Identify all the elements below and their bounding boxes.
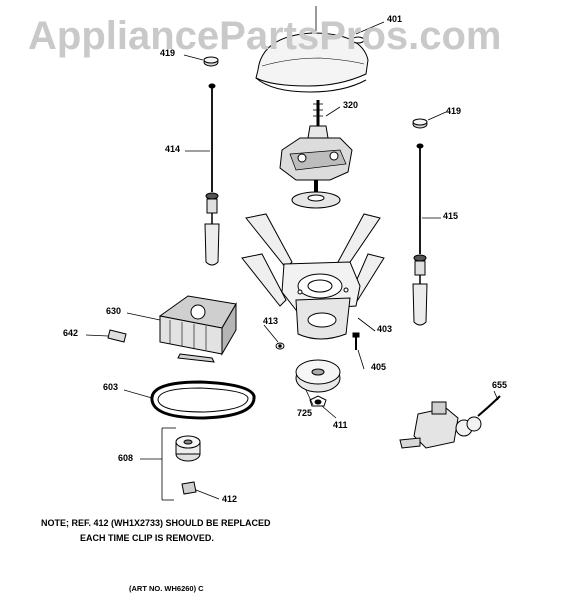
callout-401: 401 xyxy=(387,14,403,24)
art-number: (ART NO. WH6260) C xyxy=(129,584,204,593)
callout-411: 411 xyxy=(333,420,348,430)
callout-725: 725 xyxy=(297,408,313,418)
callout-403: 403 xyxy=(377,324,393,334)
callout-414: 414 xyxy=(165,144,181,154)
part-725-pulley xyxy=(295,359,341,393)
part-403-mounting-base xyxy=(241,213,385,340)
note-line-1: NOTE; REF. 412 (WH1X2733) SHOULD BE REPL… xyxy=(41,518,271,528)
callout-419-right: 419 xyxy=(446,106,462,116)
part-413-nut xyxy=(275,342,285,350)
callout-415: 415 xyxy=(443,211,459,221)
part-405-bolt xyxy=(352,332,360,350)
callout-608: 608 xyxy=(118,453,134,463)
callout-630: 630 xyxy=(106,306,122,316)
part-603-belt xyxy=(150,380,256,420)
part-320-transmission xyxy=(279,100,353,209)
callout-642: 642 xyxy=(63,328,79,338)
part-414-suspension-rod xyxy=(204,83,220,266)
part-415-suspension-rod xyxy=(412,143,428,326)
note-line-2: EACH TIME CLIP IS REMOVED. xyxy=(80,533,214,543)
part-401-cover xyxy=(255,32,369,93)
callout-413: 413 xyxy=(263,316,279,326)
callout-320: 320 xyxy=(343,100,359,110)
callout-412: 412 xyxy=(222,494,238,504)
part-412-clip xyxy=(181,481,197,495)
part-642-clip xyxy=(107,329,127,343)
part-608-motor-pulley xyxy=(175,435,201,462)
callout-419-left: 419 xyxy=(160,48,176,58)
part-419-left-cap xyxy=(203,56,219,67)
watermark-text: AppliancePartsPros.com xyxy=(28,14,502,58)
part-419-right-cap xyxy=(412,118,428,129)
callout-405: 405 xyxy=(371,362,387,372)
callout-655: 655 xyxy=(492,380,508,390)
part-630-motor xyxy=(158,295,237,363)
part-655-water-valve xyxy=(399,395,501,449)
part-411-nut xyxy=(309,395,327,407)
callout-603: 603 xyxy=(103,382,119,392)
leader-lines xyxy=(85,21,499,501)
